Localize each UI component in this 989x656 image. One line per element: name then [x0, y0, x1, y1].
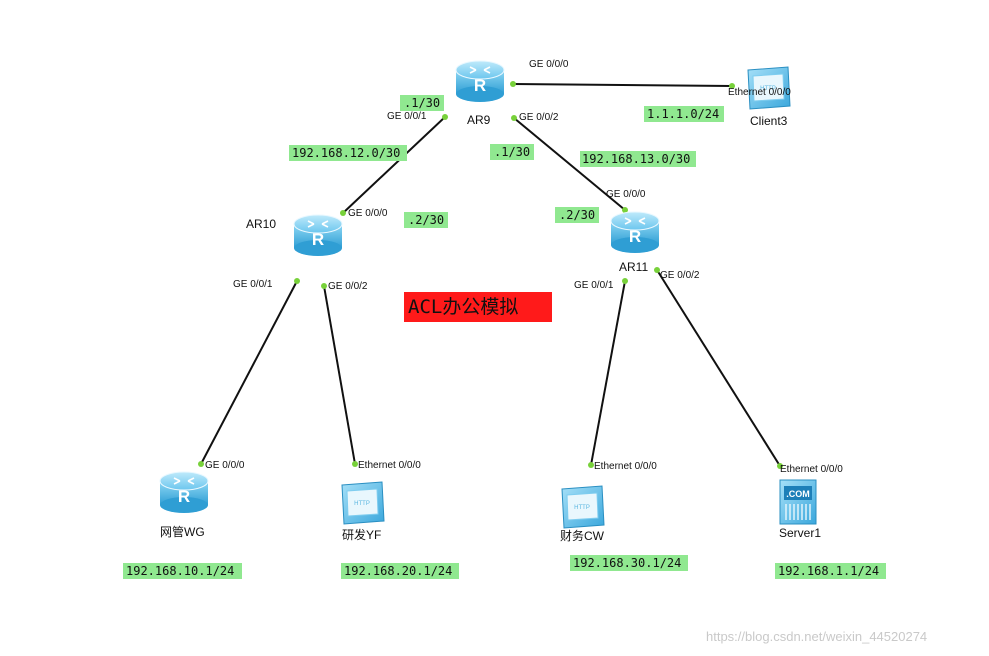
svg-text:.1/30: .1/30 — [494, 145, 530, 159]
address-label: 1.1.1.0/24 — [644, 106, 724, 122]
port-label: Ethernet 0/0/0 — [780, 464, 843, 475]
device-label-wg: 网管WG — [160, 524, 205, 539]
watermark-text: https://blog.csdn.net/weixin_44520274 — [706, 629, 927, 644]
router-icon — [159, 471, 209, 514]
port-dot — [622, 278, 628, 284]
address-label: 192.168.20.1/24 — [341, 563, 459, 579]
link-ar10-yf — [323, 285, 356, 465]
address-label: .1/30 — [400, 95, 444, 111]
pc-http-icon — [561, 485, 605, 529]
router-icon — [455, 60, 505, 103]
address-label: 192.168.30.1/24 — [570, 555, 688, 571]
svg-text:192.168.13.0/30: 192.168.13.0/30 — [582, 152, 690, 166]
pc-cw[interactable] — [561, 485, 605, 529]
port-label: Ethernet 0/0/0 — [594, 461, 657, 472]
svg-text:.2/30: .2/30 — [559, 208, 595, 222]
address-label: 192.168.1.1/24 — [775, 563, 886, 579]
device-label-ar10: AR10 — [246, 217, 276, 231]
port-dot — [352, 461, 358, 467]
pc-http-icon — [341, 481, 385, 525]
link-ar9-ar10 — [342, 116, 446, 214]
port-dot — [588, 462, 594, 468]
port-label: GE 0/0/0 — [606, 189, 646, 200]
port-dot — [777, 463, 783, 469]
server-com-icon — [779, 479, 817, 525]
port-label: GE 0/0/0 — [205, 460, 245, 471]
port-label: GE 0/0/1 — [233, 279, 273, 290]
address-label: .2/30 — [555, 207, 599, 223]
port-dot — [511, 115, 517, 121]
svg-text:.1/30: .1/30 — [404, 96, 440, 110]
port-dot — [442, 114, 448, 120]
device-label-yf: 研发YF — [342, 527, 381, 542]
router-icon — [610, 211, 660, 254]
router-ar11[interactable] — [610, 211, 660, 254]
svg-text:1.1.1.0/24: 1.1.1.0/24 — [647, 107, 719, 121]
device-label-cw: 财务CW — [560, 528, 605, 543]
port-dot — [321, 283, 327, 289]
svg-text:192.168.20.1/24: 192.168.20.1/24 — [344, 564, 452, 578]
diagram-title: ACL办公模拟 — [404, 292, 552, 322]
port-label: GE 0/0/0 — [529, 59, 569, 70]
link-ar9-client3 — [512, 83, 733, 87]
svg-text:ACL办公模拟: ACL办公模拟 — [408, 296, 518, 318]
port-label: GE 0/0/0 — [348, 208, 388, 219]
port-label: GE 0/0/2 — [328, 281, 368, 292]
port-dot — [622, 207, 628, 213]
router-ar10[interactable] — [293, 214, 343, 257]
svg-text:192.168.12.0/30: 192.168.12.0/30 — [292, 146, 400, 160]
link-ar9-ar11 — [513, 117, 626, 211]
port-dot — [294, 278, 300, 284]
address-label: .2/30 — [404, 212, 448, 228]
router-wg[interactable] — [159, 471, 209, 514]
port-label: GE 0/0/1 — [574, 280, 614, 291]
port-dot — [340, 210, 346, 216]
link-ar11-cw — [590, 280, 626, 466]
address-label: 192.168.13.0/30 — [580, 151, 696, 167]
svg-text:192.168.10.1/24: 192.168.10.1/24 — [126, 564, 234, 578]
svg-text:.2/30: .2/30 — [408, 213, 444, 227]
port-dot — [729, 83, 735, 89]
server-server1[interactable] — [779, 479, 817, 525]
router-ar9[interactable] — [455, 60, 505, 103]
address-label: 192.168.10.1/24 — [123, 563, 242, 579]
address-label: 192.168.12.0/30 — [289, 145, 407, 161]
port-dot — [654, 267, 660, 273]
svg-text:192.168.1.1/24: 192.168.1.1/24 — [778, 564, 879, 578]
port-dot — [510, 81, 516, 87]
svg-text:192.168.30.1/24: 192.168.30.1/24 — [573, 556, 681, 570]
link-ar11-server1 — [656, 269, 781, 467]
port-dot — [198, 461, 204, 467]
port-label: GE 0/0/2 — [519, 112, 559, 123]
port-label: Ethernet 0/0/0 — [728, 87, 791, 98]
pc-yf[interactable] — [341, 481, 385, 525]
device-label-server1: Server1 — [779, 526, 821, 540]
port-label: GE 0/0/2 — [660, 270, 700, 281]
address-label: .1/30 — [490, 144, 534, 160]
device-label-ar11: AR11 — [619, 260, 648, 274]
port-label: GE 0/0/1 — [387, 111, 427, 122]
device-label-ar9: AR9 — [467, 113, 491, 127]
port-label: Ethernet 0/0/0 — [358, 460, 421, 471]
router-icon — [293, 214, 343, 257]
device-label-client3: Client3 — [750, 114, 788, 128]
link-ar10-wg — [200, 280, 298, 465]
